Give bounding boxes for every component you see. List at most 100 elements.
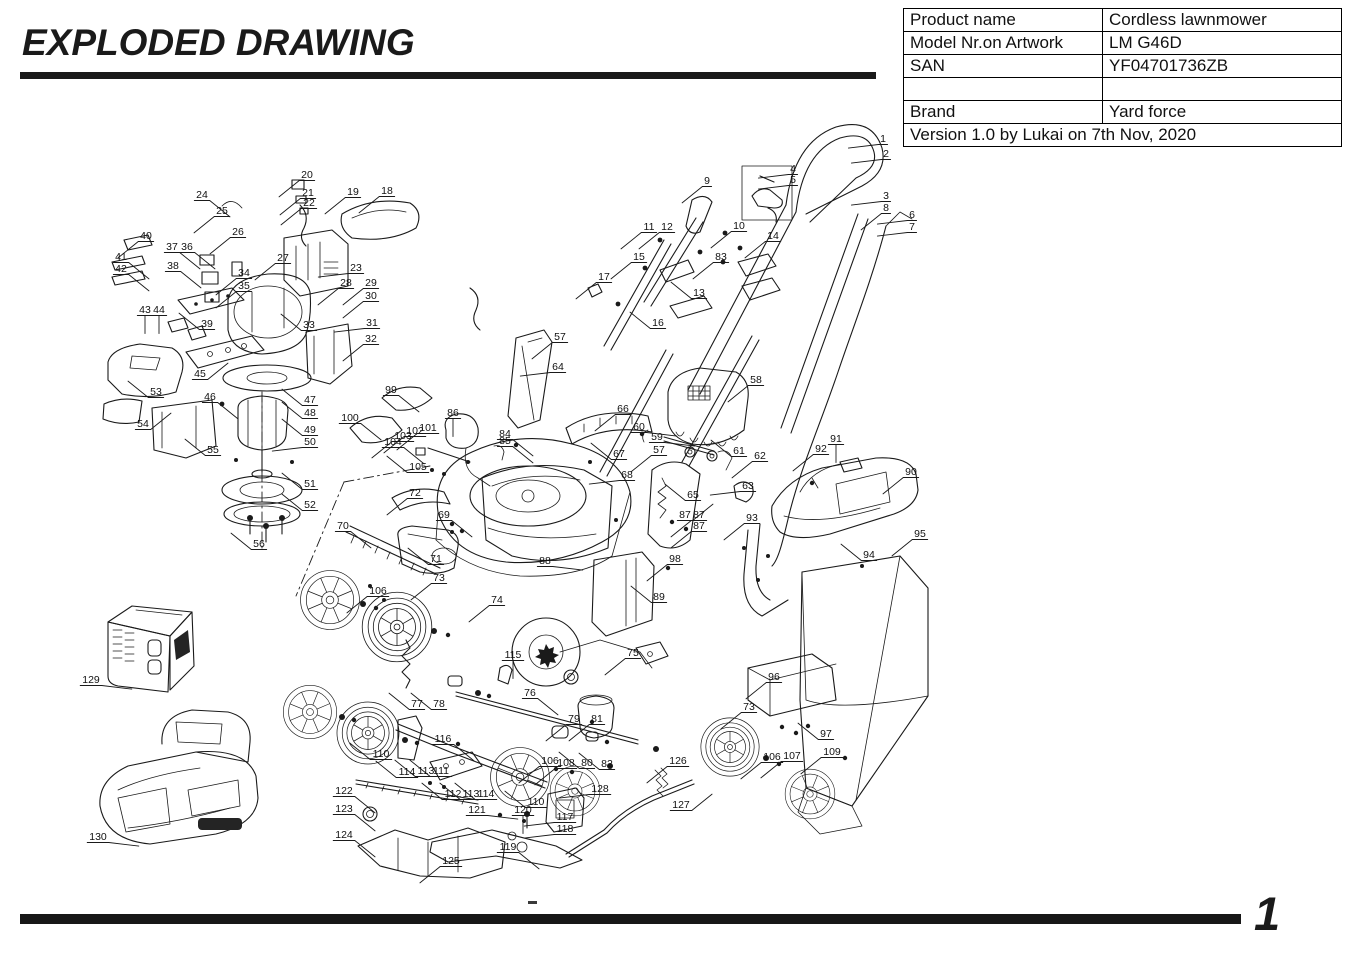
mulch-plug — [747, 653, 837, 717]
front-axle — [455, 691, 639, 745]
svg-text:66: 66 — [617, 403, 629, 415]
svg-text:75: 75 — [627, 647, 639, 659]
svg-text:30: 30 — [365, 290, 377, 302]
page-title: EXPLODED DRAWING — [22, 22, 415, 63]
callout-106: 106 — [740, 751, 784, 780]
callout-77: 77 — [388, 692, 426, 710]
spring-small — [654, 767, 669, 797]
svg-text:128: 128 — [591, 783, 609, 795]
bin-housing — [305, 323, 353, 385]
callout-126: 126 — [646, 755, 690, 784]
callout-128: 128 — [558, 783, 612, 799]
svg-text:91: 91 — [830, 433, 842, 445]
svg-text:87: 87 — [679, 509, 691, 521]
callout-29: 29 — [342, 277, 380, 306]
callout-50: 50 — [271, 436, 319, 452]
svg-text:55: 55 — [207, 444, 219, 456]
callout-108: 108 — [534, 757, 578, 786]
callout-79: 79 — [545, 713, 583, 742]
wheel-tire-front — [336, 701, 400, 765]
callout-42: 42 — [112, 263, 150, 292]
callout-69: 69 — [435, 509, 473, 538]
callout-6: 6 — [876, 209, 918, 225]
callout-87: 87 — [670, 520, 708, 549]
callout-116: 116 — [431, 733, 475, 762]
callout-41: 41 — [112, 251, 150, 280]
battery-tray-brackets — [295, 465, 465, 602]
callout-87: 87 — [670, 509, 708, 538]
discharge-chute — [481, 464, 613, 562]
svg-text:14: 14 — [767, 230, 779, 242]
callout-28: 28 — [317, 277, 355, 306]
svg-text:50: 50 — [304, 436, 316, 448]
svg-text:106: 106 — [763, 751, 781, 763]
svg-text:70: 70 — [337, 520, 349, 532]
callout-115: 115 — [501, 649, 525, 679]
svg-text:24: 24 — [196, 189, 208, 201]
callout-45: 45 — [191, 362, 229, 380]
callout-68: 68 — [588, 469, 636, 485]
callout-114: 114 — [454, 782, 498, 800]
svg-text:130: 130 — [89, 831, 107, 843]
info-label: Product name — [903, 8, 1103, 32]
svg-text:112: 112 — [445, 788, 462, 800]
top-cover — [340, 200, 420, 240]
svg-text:44: 44 — [153, 304, 165, 316]
footer-dash — [528, 901, 537, 904]
callout-54: 54 — [134, 412, 172, 430]
upper-housing-cluster — [111, 179, 481, 385]
callout-25: 25 — [193, 205, 231, 234]
callout-78: 78 — [410, 692, 448, 710]
svg-text:15: 15 — [633, 251, 645, 263]
info-table-row — [903, 77, 1342, 101]
callout-62: 62 — [731, 450, 769, 479]
svg-text:125: 125 — [442, 855, 460, 867]
svg-text:5: 5 — [790, 174, 796, 186]
svg-text:57: 57 — [554, 331, 566, 343]
svg-text:89: 89 — [653, 591, 665, 603]
callout-112: 112 — [421, 782, 465, 800]
info-label: Model Nr.on Artwork — [903, 31, 1103, 55]
strap — [391, 488, 451, 511]
rear-axle-rod — [565, 779, 695, 858]
svg-text:111: 111 — [433, 765, 449, 777]
callout-30: 30 — [342, 290, 380, 319]
callout-64: 64 — [519, 361, 567, 377]
svg-text:93: 93 — [746, 512, 758, 524]
svg-text:6: 6 — [909, 209, 915, 221]
callout-3: 3 — [850, 190, 892, 206]
svg-text:74: 74 — [491, 594, 503, 606]
svg-text:23: 23 — [350, 262, 362, 274]
svg-text:81: 81 — [591, 713, 603, 725]
callout-26: 26 — [209, 226, 247, 255]
callout-60: 60 — [630, 421, 678, 437]
callout-44: 44 — [150, 304, 168, 334]
callout-82: 82 — [578, 752, 616, 770]
svg-text:117: 117 — [557, 811, 574, 823]
footer-rule — [20, 914, 1241, 924]
svg-text:16: 16 — [652, 317, 664, 329]
svg-text:54: 54 — [137, 418, 149, 430]
callout-9: 9 — [681, 175, 713, 204]
svg-text:56: 56 — [253, 538, 265, 550]
svg-text:73: 73 — [433, 572, 445, 584]
callout-36: 36 — [178, 241, 216, 270]
callout-90: 90 — [882, 466, 920, 495]
svg-text:46: 46 — [204, 391, 216, 403]
svg-text:28: 28 — [340, 277, 352, 289]
svg-text:102: 102 — [406, 425, 424, 437]
svg-text:48: 48 — [304, 407, 316, 419]
callout-16: 16 — [629, 311, 667, 329]
svg-text:100: 100 — [341, 412, 359, 424]
callout-1: 1 — [847, 133, 889, 149]
callout-94: 94 — [840, 543, 878, 561]
svg-text:18: 18 — [381, 185, 393, 197]
svg-text:62: 62 — [754, 450, 766, 462]
blade-adapter — [545, 787, 585, 833]
svg-text:86: 86 — [447, 407, 459, 419]
svg-text:126: 126 — [669, 755, 687, 767]
motor-cover — [667, 367, 749, 462]
